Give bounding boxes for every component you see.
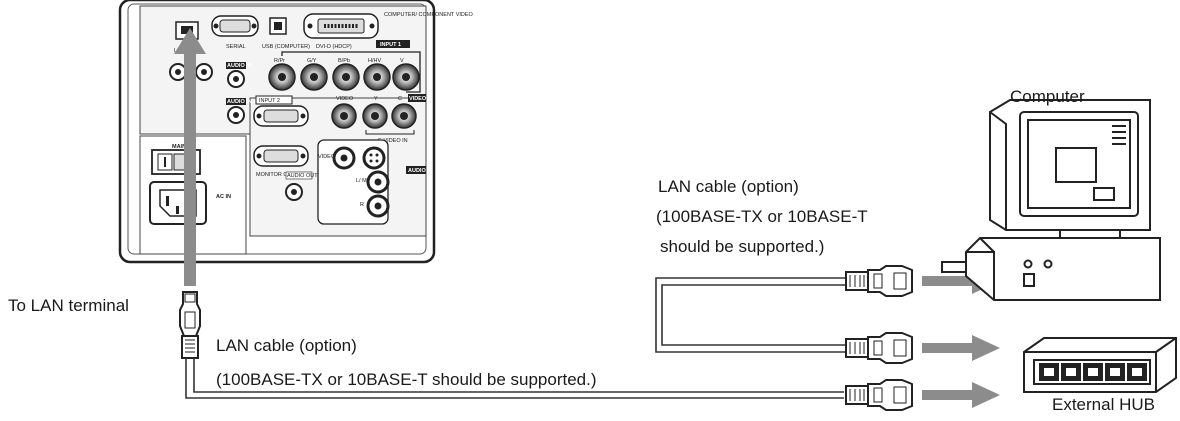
main-label: MAIN	[172, 144, 186, 150]
rj45-plug-hub-lower	[845, 379, 913, 411]
audio-in-label-1: AUDIO IN	[227, 63, 252, 69]
usb-port: USB (COMPUTER)	[262, 17, 310, 50]
y-label: Y	[374, 96, 378, 102]
video-yc-row: VIDEO Y C VIDEO S-VIDEO IN	[331, 94, 427, 144]
r-label: R	[360, 202, 364, 208]
ccv-label: COMPUTER/ COMPONENT VIDEO	[384, 12, 474, 18]
bnc-row: R/Pr G/Y B/Pb H/HV V	[268, 51, 421, 93]
lan-cable-label-left: LAN cable (option)	[216, 336, 357, 355]
computer-label: Computer	[1010, 87, 1085, 106]
serial-label: SERIAL	[226, 44, 246, 50]
hhv-label: H/HV	[368, 58, 381, 64]
audio-in-label-2: AUDIO IN	[227, 99, 252, 105]
lan-indicators	[169, 63, 213, 81]
input1-label: INPUT 1	[380, 42, 401, 48]
to-lan-terminal-label: To LAN terminal	[8, 296, 129, 315]
video-in-label: VIDEO IN	[318, 154, 342, 160]
support-note-left: (100BASE-TX or 10BASE-T should be suppor…	[216, 370, 597, 389]
support-note-right-line1: (100BASE-TX or 10BASE-T	[656, 207, 868, 226]
svg-text:COMPUTER/ COMPONENT VIDEO: COMPUTER/ COMPONENT VIDEO	[384, 12, 474, 18]
bpb-label: B/Pb	[338, 58, 350, 64]
computer-illustration	[941, 99, 1161, 301]
serial-port: SERIAL	[211, 15, 259, 50]
video-label: VIDEO	[336, 96, 354, 102]
lan-cable-label-right: LAN cable (option)	[658, 177, 799, 196]
dvi-port: DVI-D (HDCP)	[303, 13, 379, 50]
audio-in-jacks: AUDIO IN AUDIO IN	[226, 62, 252, 124]
c-label: C	[398, 96, 402, 102]
support-note-right-line2: should be supported.)	[660, 237, 825, 256]
v-label: V	[400, 58, 404, 64]
video-audio-block: VIDEO IN L/ MONO R AUDIO	[317, 139, 426, 225]
ac-in-label: AC IN	[216, 194, 231, 200]
input2-label: INPUT 2	[259, 98, 280, 104]
s-video-in-label: S-VIDEO IN	[378, 138, 408, 144]
external-hub-label: External HUB	[1052, 395, 1155, 414]
rj45-plug-left	[179, 291, 201, 359]
cables	[185, 277, 852, 399]
monitor-out-label: MONITOR OUT	[256, 172, 296, 178]
rj45-plug-computer	[845, 265, 913, 297]
input2-port: INPUT 2	[253, 95, 309, 127]
external-hub-illustration	[1023, 337, 1177, 393]
lan-terminal-arrow	[174, 28, 206, 286]
dvi-label: DVI-D (HDCP)	[316, 44, 352, 50]
monitor-out-port: MONITOR OUT AUDIO OUT	[253, 145, 318, 201]
usb-label: USB (COMPUTER)	[262, 44, 310, 50]
video-tag: VIDEO	[409, 96, 427, 102]
audio-label: AUDIO	[408, 168, 426, 174]
computer-component-label: COMPUTER/ COMPONENT VIDEO INPUT 1	[376, 12, 474, 48]
audio-out-label: AUDIO OUT	[287, 173, 318, 179]
rj45-plug-hub-upper	[845, 332, 913, 364]
gy-label: G/Y	[307, 58, 317, 64]
rpr-label: R/Pr	[274, 58, 285, 64]
